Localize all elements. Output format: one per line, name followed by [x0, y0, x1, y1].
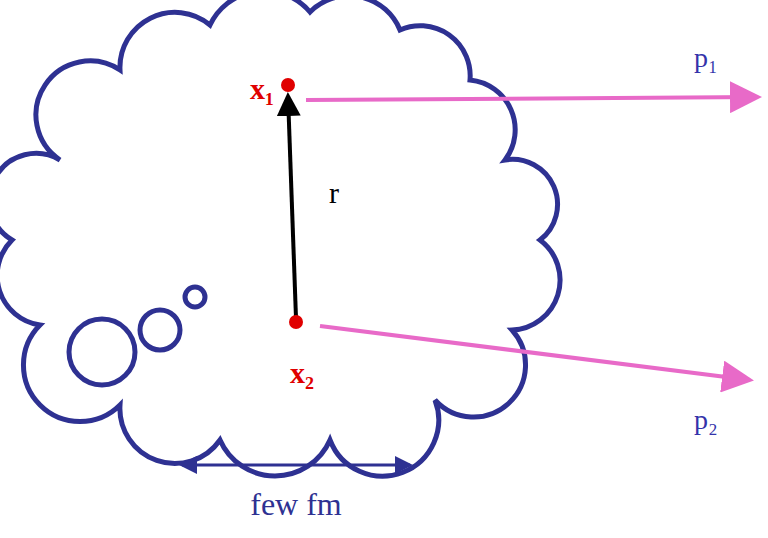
momentum-arrow [320, 326, 750, 380]
point-label: x₁ [250, 72, 274, 105]
bubbles [69, 287, 205, 385]
separation-arrow [288, 96, 296, 318]
size-label: few fm [250, 487, 342, 522]
momentum-label: p₁ [694, 43, 718, 74]
momentum-label: p₂ [694, 405, 718, 436]
momentum-arrow [306, 97, 758, 100]
size-arrow [182, 464, 410, 467]
vector-label: r [329, 176, 339, 209]
cloud-outline [0, 0, 560, 476]
point-dot [289, 315, 303, 329]
point-dot [281, 78, 295, 92]
point-label: x₂ [290, 356, 314, 389]
